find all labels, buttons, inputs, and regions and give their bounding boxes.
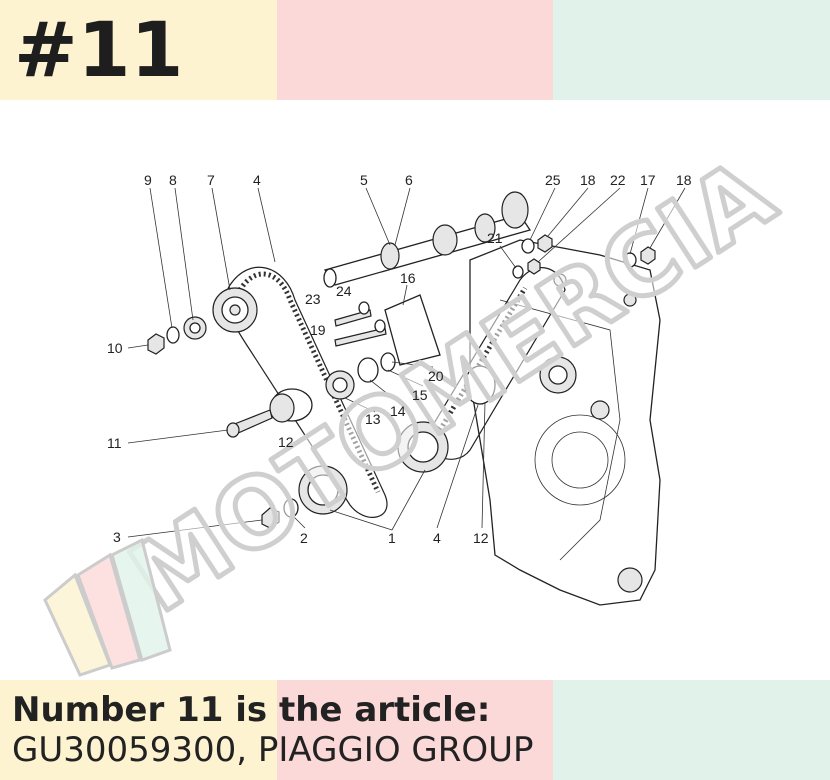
bearing-13 — [325, 370, 355, 400]
callout-4-bottom: 4 — [433, 530, 441, 546]
nut-21 — [512, 265, 524, 279]
nut-10 — [147, 333, 165, 355]
callout-5: 5 — [360, 172, 368, 188]
top-color-band — [0, 0, 830, 100]
callout-4-top: 4 — [253, 172, 261, 188]
bolt-11 — [226, 409, 273, 438]
washer-2 — [283, 498, 299, 518]
callout-6: 6 — [405, 172, 413, 188]
washer-24 — [358, 301, 370, 315]
nut-3 — [261, 507, 280, 529]
leader-lines — [127, 187, 686, 538]
callout-12-left: 12 — [278, 434, 294, 450]
camshaft — [323, 191, 532, 288]
callout-9: 9 — [144, 172, 152, 188]
idler-12-left — [269, 388, 313, 423]
caption-title: Number 11 is the article: — [12, 690, 491, 730]
nut-25-washer — [521, 238, 535, 254]
bolt-19 — [334, 327, 387, 347]
callout-18-a: 18 — [580, 172, 596, 188]
ring-14 — [357, 357, 379, 383]
callout-24: 24 — [336, 283, 352, 299]
callout-1: 1 — [388, 530, 396, 546]
callout-7: 7 — [207, 172, 215, 188]
callout-labels: 9 8 7 4 5 6 25 18 22 17 18 21 16 23 24 1… — [107, 172, 692, 546]
callout-15: 15 — [412, 387, 428, 403]
sprocket-8 — [183, 316, 207, 340]
callout-8: 8 — [169, 172, 177, 188]
callout-11: 11 — [107, 435, 122, 451]
engine-housing — [469, 239, 661, 606]
pulley-7 — [212, 287, 258, 333]
callout-2: 2 — [300, 530, 308, 546]
callout-14: 14 — [390, 403, 406, 419]
callout-16: 16 — [400, 270, 416, 286]
washer-9 — [166, 326, 180, 344]
spacer-20 — [374, 319, 386, 333]
callout-12-right: 12 — [473, 530, 489, 546]
pulley-right — [539, 356, 577, 394]
part-number-badge: #11 — [14, 5, 184, 94]
callout-22: 22 — [610, 172, 626, 188]
caption-article-code: GU30059300, PIAGGIO GROUP — [12, 730, 534, 770]
callout-17: 17 — [640, 172, 656, 188]
bracket-16 — [384, 294, 441, 366]
pulley-1-lower — [298, 465, 348, 515]
callout-10: 10 — [107, 340, 123, 356]
bottom-color-band — [0, 680, 830, 780]
idler-12-right — [464, 365, 496, 405]
watermark: MOTOMERCIA — [43, 135, 795, 677]
callout-3: 3 — [113, 529, 121, 545]
exploded-parts-diagram: MOTOMERCIA 9 8 7 4 5 6 25 18 22 17 18 21… — [43, 135, 795, 677]
nut-22 — [527, 258, 541, 275]
callout-25: 25 — [545, 172, 561, 188]
callout-18-b: 18 — [676, 172, 692, 188]
pulley-1-middle — [397, 421, 449, 473]
nut-18-right — [640, 246, 656, 265]
callout-23: 23 — [305, 291, 321, 307]
nut-18-left — [537, 234, 553, 253]
callout-20: 20 — [428, 368, 444, 384]
callout-21: 21 — [487, 230, 503, 246]
svg-text:MOTOMERCIA: MOTOMERCIA — [112, 137, 793, 634]
callout-13: 13 — [365, 411, 381, 427]
callout-19: 19 — [310, 322, 326, 338]
